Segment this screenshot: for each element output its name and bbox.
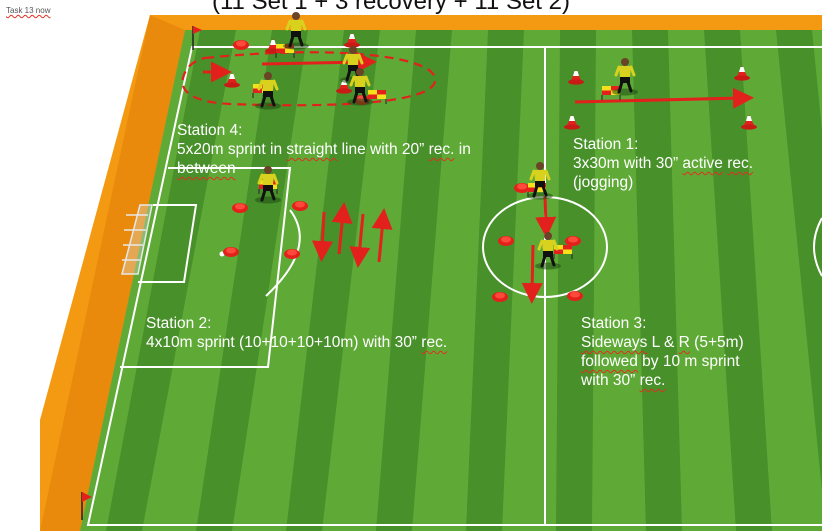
station-1-text-segment: Station 1: (573, 136, 639, 153)
station-1-text-segment: (jogging) (573, 174, 633, 191)
station-1-line-1: Station 1: (573, 135, 753, 154)
station-2-arrow-1 (322, 212, 324, 250)
station-2-label: Station 2:4x10m sprint (10+10+10+10m) wi… (146, 314, 447, 352)
station-3-line-2: Sideways L & R (5+5m) (581, 333, 744, 352)
station-3-text-segment: Sideways (581, 334, 647, 351)
station-4-text-segment: in (454, 141, 470, 158)
station-3-text-segment: Station 3: (581, 315, 647, 332)
station-4-line-1: Station 4: (177, 121, 471, 140)
station-3-line-1: Station 3: (581, 314, 744, 333)
corner-note: Task 13 now (6, 6, 50, 15)
station-2-text-segment: Station 2: (146, 315, 212, 332)
station-3-text-segment: L & (647, 334, 678, 351)
station-3-drop-arrow (545, 196, 546, 226)
station-1-line-3: (jogging) (573, 173, 753, 192)
station-2-line-1: Station 2: (146, 314, 447, 333)
station-3-text-segment: (5+5m) (690, 334, 744, 351)
station-1-label: Station 1:3x30m with 30” active rec.(jog… (573, 135, 753, 192)
station-2-line-2: 4x10m sprint (10+10+10+10m) with 30” rec… (146, 333, 447, 352)
station-4-text-segment: straight (286, 141, 337, 158)
station-1-line-2: 3x30m with 30” active rec. (573, 154, 753, 173)
station-2-text-segment: rec. (421, 334, 447, 351)
station-3-text-segment: followed (581, 353, 638, 370)
station-3-label: Station 3:Sideways L & R (5+5m)followed … (581, 314, 744, 390)
station-4-text-segment: Station 4: (177, 122, 243, 139)
station-4-text-segment: 5x20m sprint in (177, 141, 286, 158)
station-1-text-segment: active (682, 155, 723, 172)
station-4-text-segment: between (177, 160, 236, 177)
page-title: (11 Set 1 + 3 recovery + 11 Set 2) (212, 0, 570, 16)
station-4-line-3: between (177, 159, 471, 178)
station-1-text-segment: rec. (727, 155, 753, 172)
station-1-text-segment: 3x30m with 30” (573, 155, 682, 172)
station-4-line-2: 5x20m sprint in straight line with 20” r… (177, 140, 471, 159)
station-2-text-segment: 4x10m sprint (10+10+10+10m) with 30” (146, 334, 421, 351)
station-3-sprint-arrow (532, 245, 533, 292)
station-3-text-segment: rec. (640, 372, 666, 389)
station-3-text-segment: with 30” (581, 372, 640, 389)
station-4-label: Station 4:5x20m sprint in straight line … (177, 121, 471, 178)
station-4-text-segment: line with 20” (337, 141, 428, 158)
station-3-line-4: with 30” rec. (581, 371, 744, 390)
station-3-text-segment: R (679, 334, 690, 351)
station-4-text-segment: rec. (429, 141, 455, 158)
station-3-line-3: followed by 10 m sprint (581, 352, 744, 371)
station-3-text-segment: by 10 m sprint (638, 353, 740, 370)
